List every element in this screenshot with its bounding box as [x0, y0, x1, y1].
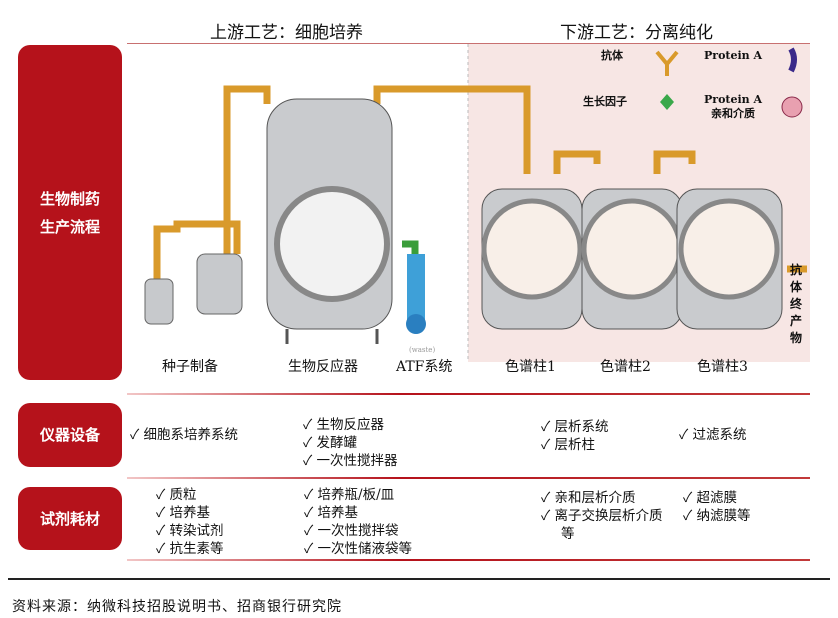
stage-column3: 色谱柱3 [697, 359, 748, 375]
legend-protein-a: Protein A [704, 49, 763, 62]
equipment-col2: 生物反应器发酵罐一次性搅拌器 [303, 416, 398, 470]
protein-a-icon [788, 47, 797, 73]
growth-factor-icon [660, 94, 674, 110]
list-item: 层析系统 [541, 418, 609, 436]
reagents-label: 试剂耗材 [18, 487, 122, 550]
list-item: 一次性储液袋等 [304, 540, 413, 558]
affinity-media-icon [781, 96, 803, 118]
list-item: 过滤系统 [679, 426, 747, 444]
list-item: 层析柱 [541, 436, 609, 454]
reagents-col2: 培养瓶/板/皿培养基一次性搅拌袋一次性储液袋等 [304, 486, 413, 558]
pipes [153, 85, 807, 324]
process-label: 生物制药 生产流程 [18, 45, 122, 380]
list-item: 生物反应器 [303, 416, 398, 434]
upstream-title: 上游工艺：细胞培养 [210, 23, 363, 43]
stage-atf: ATF系统 [396, 359, 453, 375]
equipment-label-text: 仪器设备 [39, 426, 100, 444]
list-item: 超滤膜 [683, 489, 751, 507]
stage-column1: 色谱柱1 [505, 359, 556, 375]
divider [127, 393, 810, 395]
footer-rule [8, 578, 830, 580]
equipment-col1: 细胞系培养系统 [130, 426, 239, 444]
final-product-label: 抗体终产物 [790, 263, 803, 345]
legend-affinity-line1: Protein A [704, 93, 763, 106]
list-item: 一次性搅拌器 [303, 452, 398, 470]
list-item: 质粒 [156, 486, 224, 504]
list-item: 纳滤膜等 [683, 507, 751, 525]
source-note: 资料来源：纳微科技招股说明书、招商银行研究院 [12, 599, 342, 615]
stage-column2: 色谱柱2 [600, 359, 651, 375]
list-item: 转染试剂 [156, 522, 224, 540]
equipment-col3: 层析系统层析柱 [541, 418, 609, 454]
atf-system [406, 254, 426, 334]
legend-antibody: 抗体 [601, 49, 623, 62]
reagents-col4: 超滤膜纳滤膜等 [683, 489, 751, 525]
list-item: 抗生素等 [156, 540, 224, 558]
downstream-title: 下游工艺：分离纯化 [560, 23, 713, 43]
stage-bioreactor: 生物反应器 [288, 359, 358, 375]
list-item: 离子交换层析介质等 [541, 507, 673, 543]
stage-seed: 种子制备 [162, 359, 218, 375]
list-item: 亲和层析介质 [541, 489, 673, 507]
divider [127, 559, 810, 561]
process-illustration [144, 44, 810, 362]
legend-affinity-line2: 亲和介质 [711, 107, 756, 120]
reagents-col1: 质粒培养基转染试剂抗生素等 [156, 486, 224, 558]
waste-label: (waste) [409, 346, 436, 354]
divider [127, 477, 810, 479]
list-item: 一次性搅拌袋 [304, 522, 412, 540]
reagents-col3: 亲和层析介质离子交换层析介质等 [541, 489, 673, 543]
chromatography-columns [481, 188, 783, 330]
antibody-icon [655, 50, 679, 76]
top-divider [127, 43, 810, 44]
equipment-col4: 过滤系统 [679, 426, 747, 444]
process-label-text: 生物制药 生产流程 [39, 189, 100, 236]
seed-tanks [144, 253, 243, 325]
legend-growth-factor: 生长因子 [583, 95, 627, 108]
bioreactor [266, 98, 393, 344]
equipment-label: 仪器设备 [18, 403, 122, 467]
legend-icons [655, 47, 803, 118]
list-item: 培养基 [304, 504, 412, 522]
reagents-label-text: 试剂耗材 [39, 509, 100, 528]
list-item: 细胞系培养系统 [130, 426, 239, 444]
list-item: 培养瓶/板/皿 [304, 486, 412, 504]
list-item: 发酵罐 [303, 434, 398, 452]
list-item: 培养基 [156, 504, 224, 522]
